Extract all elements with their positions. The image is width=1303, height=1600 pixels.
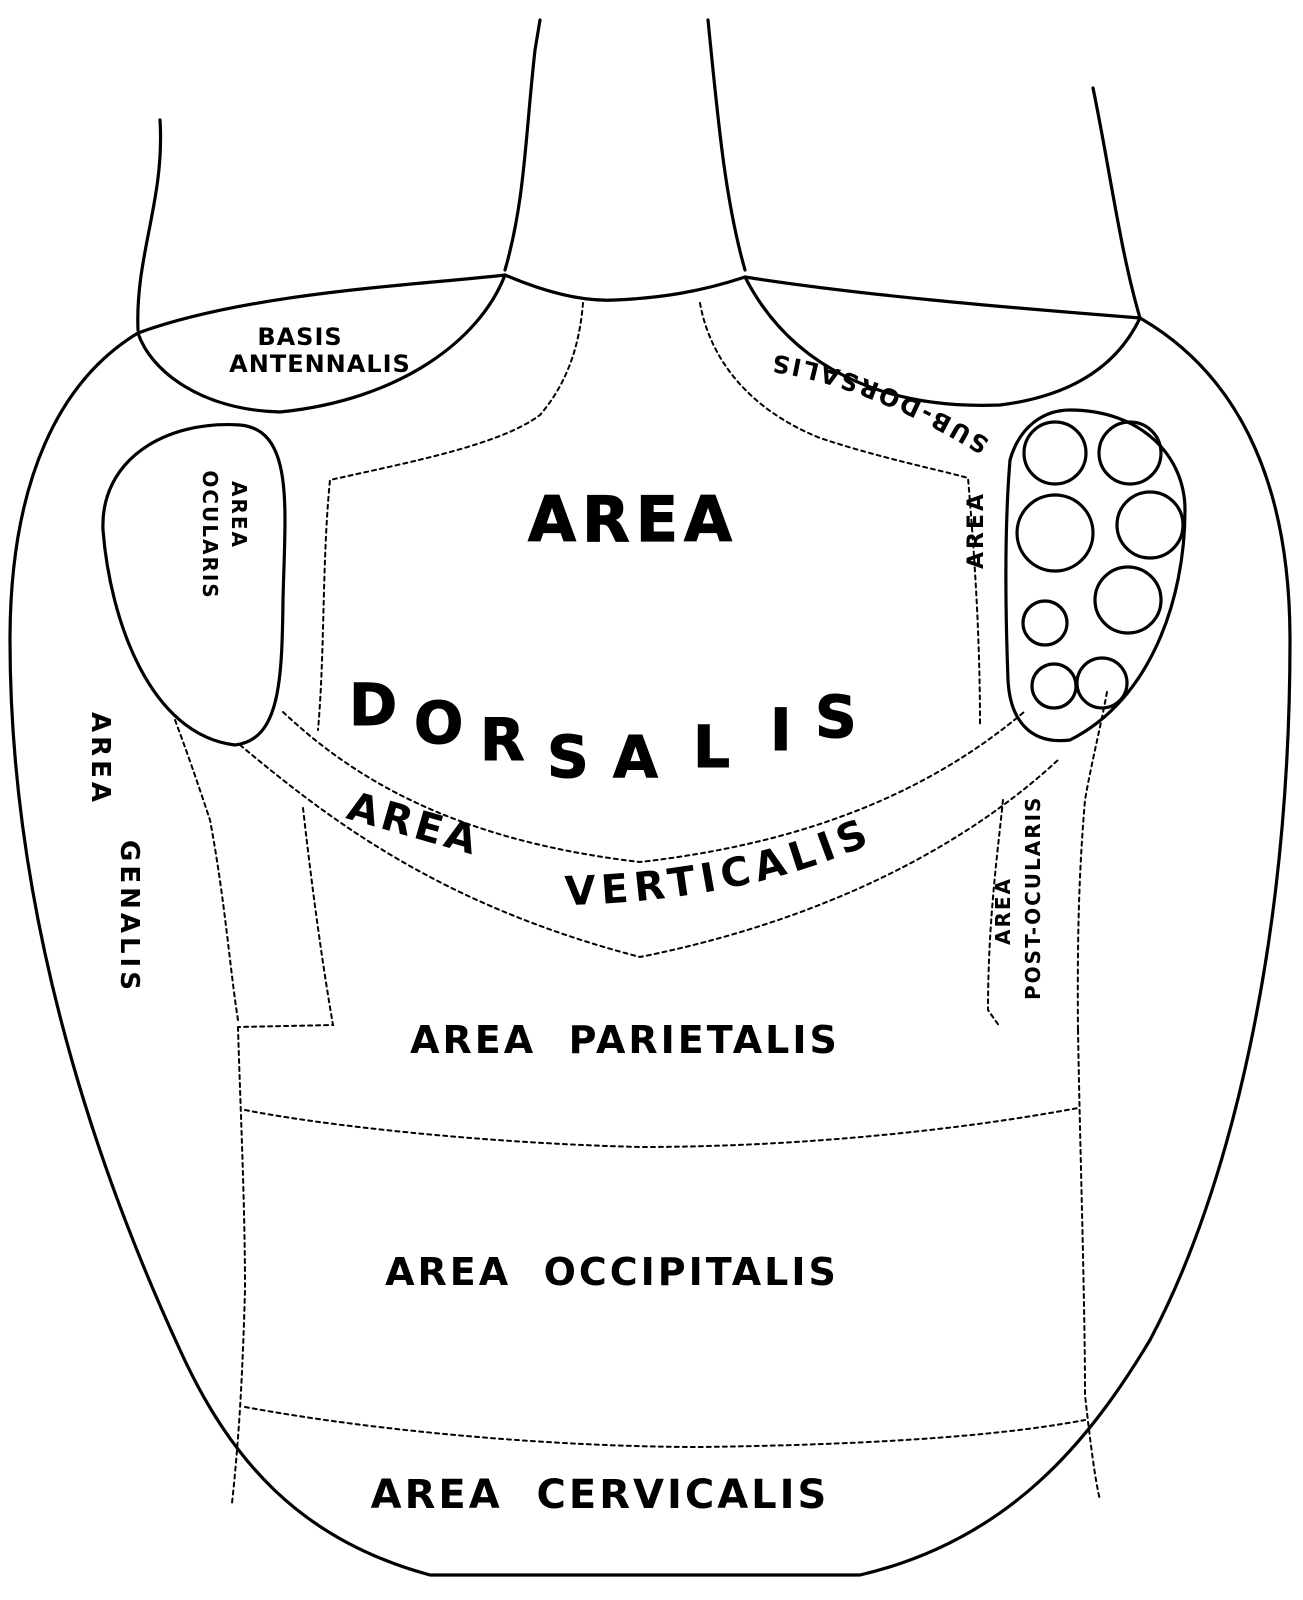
- eye-facet: [1023, 601, 1067, 645]
- occipital-cervical-boundary: [245, 1407, 1085, 1447]
- verticalis-area-label: AREA: [342, 783, 485, 865]
- post-ocularis-label-line2: POST-OCULARIS: [1021, 796, 1045, 1000]
- area-cervicalis-label: AREA CERVICALIS: [371, 1472, 830, 1518]
- parietal-occipital-boundary: [245, 1108, 1078, 1147]
- dorsalis-letter: O: [414, 689, 463, 757]
- eye-facet: [1024, 422, 1086, 484]
- area-dorsalis-label-area: AREA: [528, 483, 738, 556]
- right-antenna-base: [745, 277, 1140, 405]
- dorsalis-letter: R: [480, 706, 525, 774]
- right-antenna-outline: [708, 20, 1140, 318]
- area-genalis-label-line2: GENALIS: [114, 840, 144, 994]
- postocular-outer-boundary: [1078, 692, 1107, 1030]
- genalis-inner-boundary: [175, 720, 238, 1020]
- area-occipitalis-label: AREA OCCIPITALIS: [385, 1250, 839, 1294]
- frontal-rim: [505, 275, 745, 300]
- dorsalis-letter: L: [693, 713, 730, 781]
- basis-antennalis-label-line2: ANTENNALIS: [229, 350, 411, 378]
- eye-facet: [1117, 492, 1183, 558]
- dorsalis-letter: I: [770, 696, 792, 764]
- eye-facet: [1077, 658, 1127, 708]
- left-antenna-outline: [138, 20, 540, 330]
- basis-antennalis-label-line1: BASIS: [257, 323, 342, 351]
- left-eye-outline: [103, 425, 285, 745]
- eye-facet: [1017, 495, 1093, 571]
- post-ocularis-label-line1: AREA: [991, 877, 1015, 945]
- right-eye-facets: [1017, 422, 1183, 708]
- eye-facet: [1095, 567, 1161, 633]
- dorsalis-letter: A: [613, 723, 658, 791]
- eye-facet: [1099, 422, 1161, 484]
- area-ocularis-label-line1: AREA: [227, 481, 251, 549]
- sub-dorsalis-area-label: AREA: [964, 491, 989, 569]
- area-genalis-label-line1: AREA: [85, 712, 115, 806]
- dorsalis-letter: S: [815, 683, 857, 751]
- dorsalis-label-letters: D O R S A L I S: [349, 671, 857, 791]
- dorsalis-letter: S: [547, 723, 589, 791]
- eye-facet: [1032, 664, 1076, 708]
- parietal-left-side: [232, 1027, 245, 1503]
- area-ocularis-label-line2: OCULARIS: [198, 470, 222, 599]
- dorsalis-letter: D: [349, 671, 397, 739]
- region-labels: BASIS ANTENNALIS AREA OCULARIS AREA D O …: [85, 323, 1045, 1518]
- area-parietalis-label: AREA PARIETALIS: [410, 1018, 840, 1062]
- genalis-notch: [238, 808, 333, 1027]
- parietal-right-side: [1078, 1030, 1100, 1500]
